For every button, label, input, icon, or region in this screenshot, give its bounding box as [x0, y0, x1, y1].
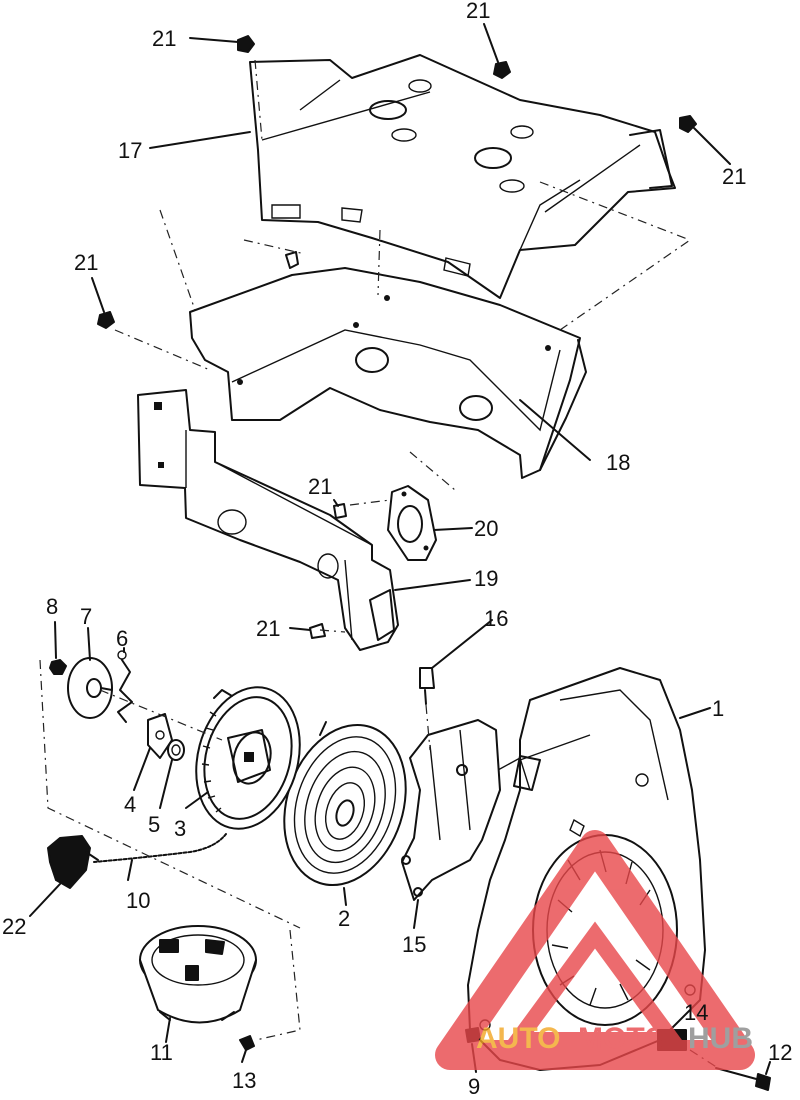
label-15: 15	[402, 932, 426, 957]
label-12: 12	[768, 1040, 792, 1065]
label-21-center: 21	[308, 474, 332, 499]
leader-lines	[29, 23, 771, 1075]
label-17: 17	[118, 138, 142, 163]
part-5-spring	[167, 739, 185, 761]
label-10: 10	[126, 888, 150, 913]
part-20-gasket	[387, 485, 437, 561]
watermark-hub: HUB	[688, 1022, 753, 1055]
part-2-recoil-spring	[283, 721, 407, 887]
watermark-moto: MOTO	[578, 1022, 667, 1055]
part-3-pulley	[195, 686, 301, 830]
label-9: 9	[468, 1074, 480, 1099]
label-21-top-left: 21	[152, 26, 176, 51]
part-6-clip	[117, 650, 133, 723]
part-11-starter-cup	[139, 925, 257, 1024]
label-21-lower: 21	[256, 616, 280, 641]
part-19-side-plate	[137, 389, 399, 651]
label-4: 4	[124, 792, 136, 817]
label-19: 19	[474, 566, 498, 591]
label-21-top-center: 21	[466, 0, 490, 23]
part-8-nut	[49, 659, 67, 675]
part-18-lower-shroud	[189, 267, 587, 479]
watermark-auto: AUTO	[476, 1022, 560, 1055]
watermark-logo: AUTO MOTO HUB	[435, 830, 755, 1070]
label-13: 13	[232, 1068, 256, 1093]
label-11: 11	[150, 1040, 173, 1065]
label-7: 7	[80, 604, 92, 629]
part-7-retainer-plate	[67, 657, 113, 719]
label-14: 14	[684, 1000, 708, 1025]
label-16: 16	[484, 606, 508, 631]
label-5: 5	[148, 812, 160, 837]
part-10-starter-rope	[93, 833, 227, 863]
label-20: 20	[474, 516, 498, 541]
label-8: 8	[46, 594, 58, 619]
part-22-handle	[47, 835, 99, 889]
label-2: 2	[338, 906, 350, 931]
part-15-bracket	[401, 719, 541, 901]
part-17-upper-shroud	[249, 54, 676, 299]
label-21-left: 21	[74, 250, 98, 275]
assembly-lines	[39, 59, 719, 1069]
label-18: 18	[606, 450, 630, 475]
label-1: 1	[712, 696, 724, 721]
label-21-top-right: 21	[722, 164, 746, 189]
label-6: 6	[116, 626, 128, 651]
label-22: 22	[2, 914, 26, 939]
label-3: 3	[174, 816, 186, 841]
